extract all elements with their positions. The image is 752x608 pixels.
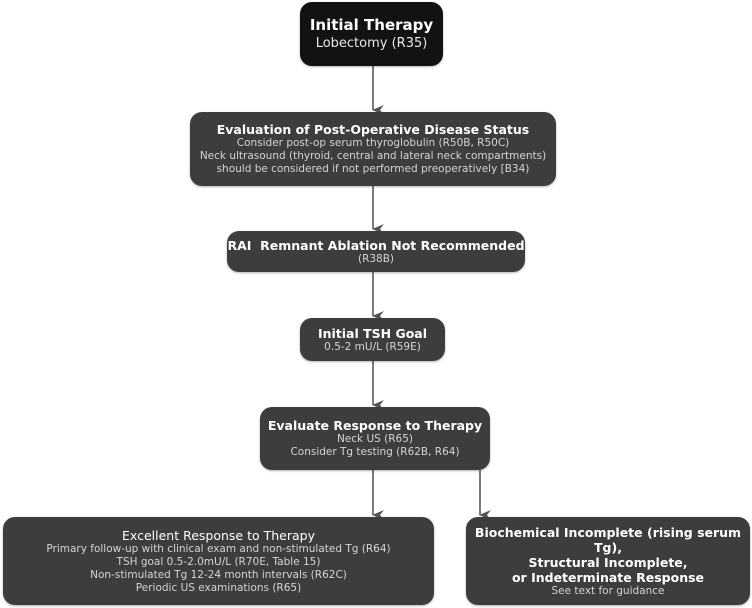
node-title: Structural Incomplete,: [528, 554, 688, 570]
node-title: Biochemical Incomplete (rising serum Tg)…: [474, 524, 742, 555]
node-line: Consider Tg testing (R62B, R64): [290, 446, 460, 458]
node-line: (R38B): [357, 252, 395, 265]
node-title: Evaluation of Post-Operative Disease Sta…: [216, 122, 530, 137]
node-line: TSH goal 0.5-2.0mU/L (R70E, Table 15): [116, 555, 321, 568]
node-title: Initial TSH Goal: [317, 325, 428, 341]
node-title: or Indeterminate Response: [511, 569, 705, 585]
node-line: Consider post-op serum thyroglobulin (R5…: [236, 137, 510, 149]
node-line: 0.5-2 mU/L (R59E): [324, 340, 421, 353]
node-incomplete-response: Biochemical Incomplete (rising serum Tg)…: [466, 517, 750, 605]
node-line: Primary follow-up with clinical exam and…: [46, 542, 391, 555]
node-line: Periodic US examinations (R65): [135, 581, 302, 594]
node-initial-therapy: Initial Therapy Lobectomy (R35): [300, 2, 443, 66]
node-title: Initial Therapy: [309, 16, 434, 34]
node-line: Neck US (R65): [336, 433, 414, 445]
node-evaluate-response: Evaluate Response to Therapy Neck US (R6…: [260, 407, 490, 470]
node-title: Excellent Response to Therapy: [122, 527, 315, 543]
node-line: should be considered if not performed pr…: [216, 163, 530, 175]
node-line: See text for guidance: [551, 584, 665, 597]
node-line: Neck ultrasound (thyroid, central and la…: [199, 150, 547, 162]
node-title: Evaluate Response to Therapy: [267, 418, 483, 433]
node-rai-not-recommended: RAI Remnant Ablation Not Recommended (R3…: [227, 231, 525, 272]
node-excellent-response: Excellent Response to Therapy Primary fo…: [3, 517, 434, 605]
node-line: Non-stimulated Tg 12-24 month intervals …: [90, 568, 347, 581]
node-initial-tsh-goal: Initial TSH Goal 0.5-2 mU/L (R59E): [300, 318, 445, 361]
node-post-op-evaluation: Evaluation of Post-Operative Disease Sta…: [190, 112, 556, 186]
node-title: RAI Remnant Ablation Not Recommended: [227, 237, 525, 253]
node-line: Lobectomy (R35): [315, 36, 428, 51]
